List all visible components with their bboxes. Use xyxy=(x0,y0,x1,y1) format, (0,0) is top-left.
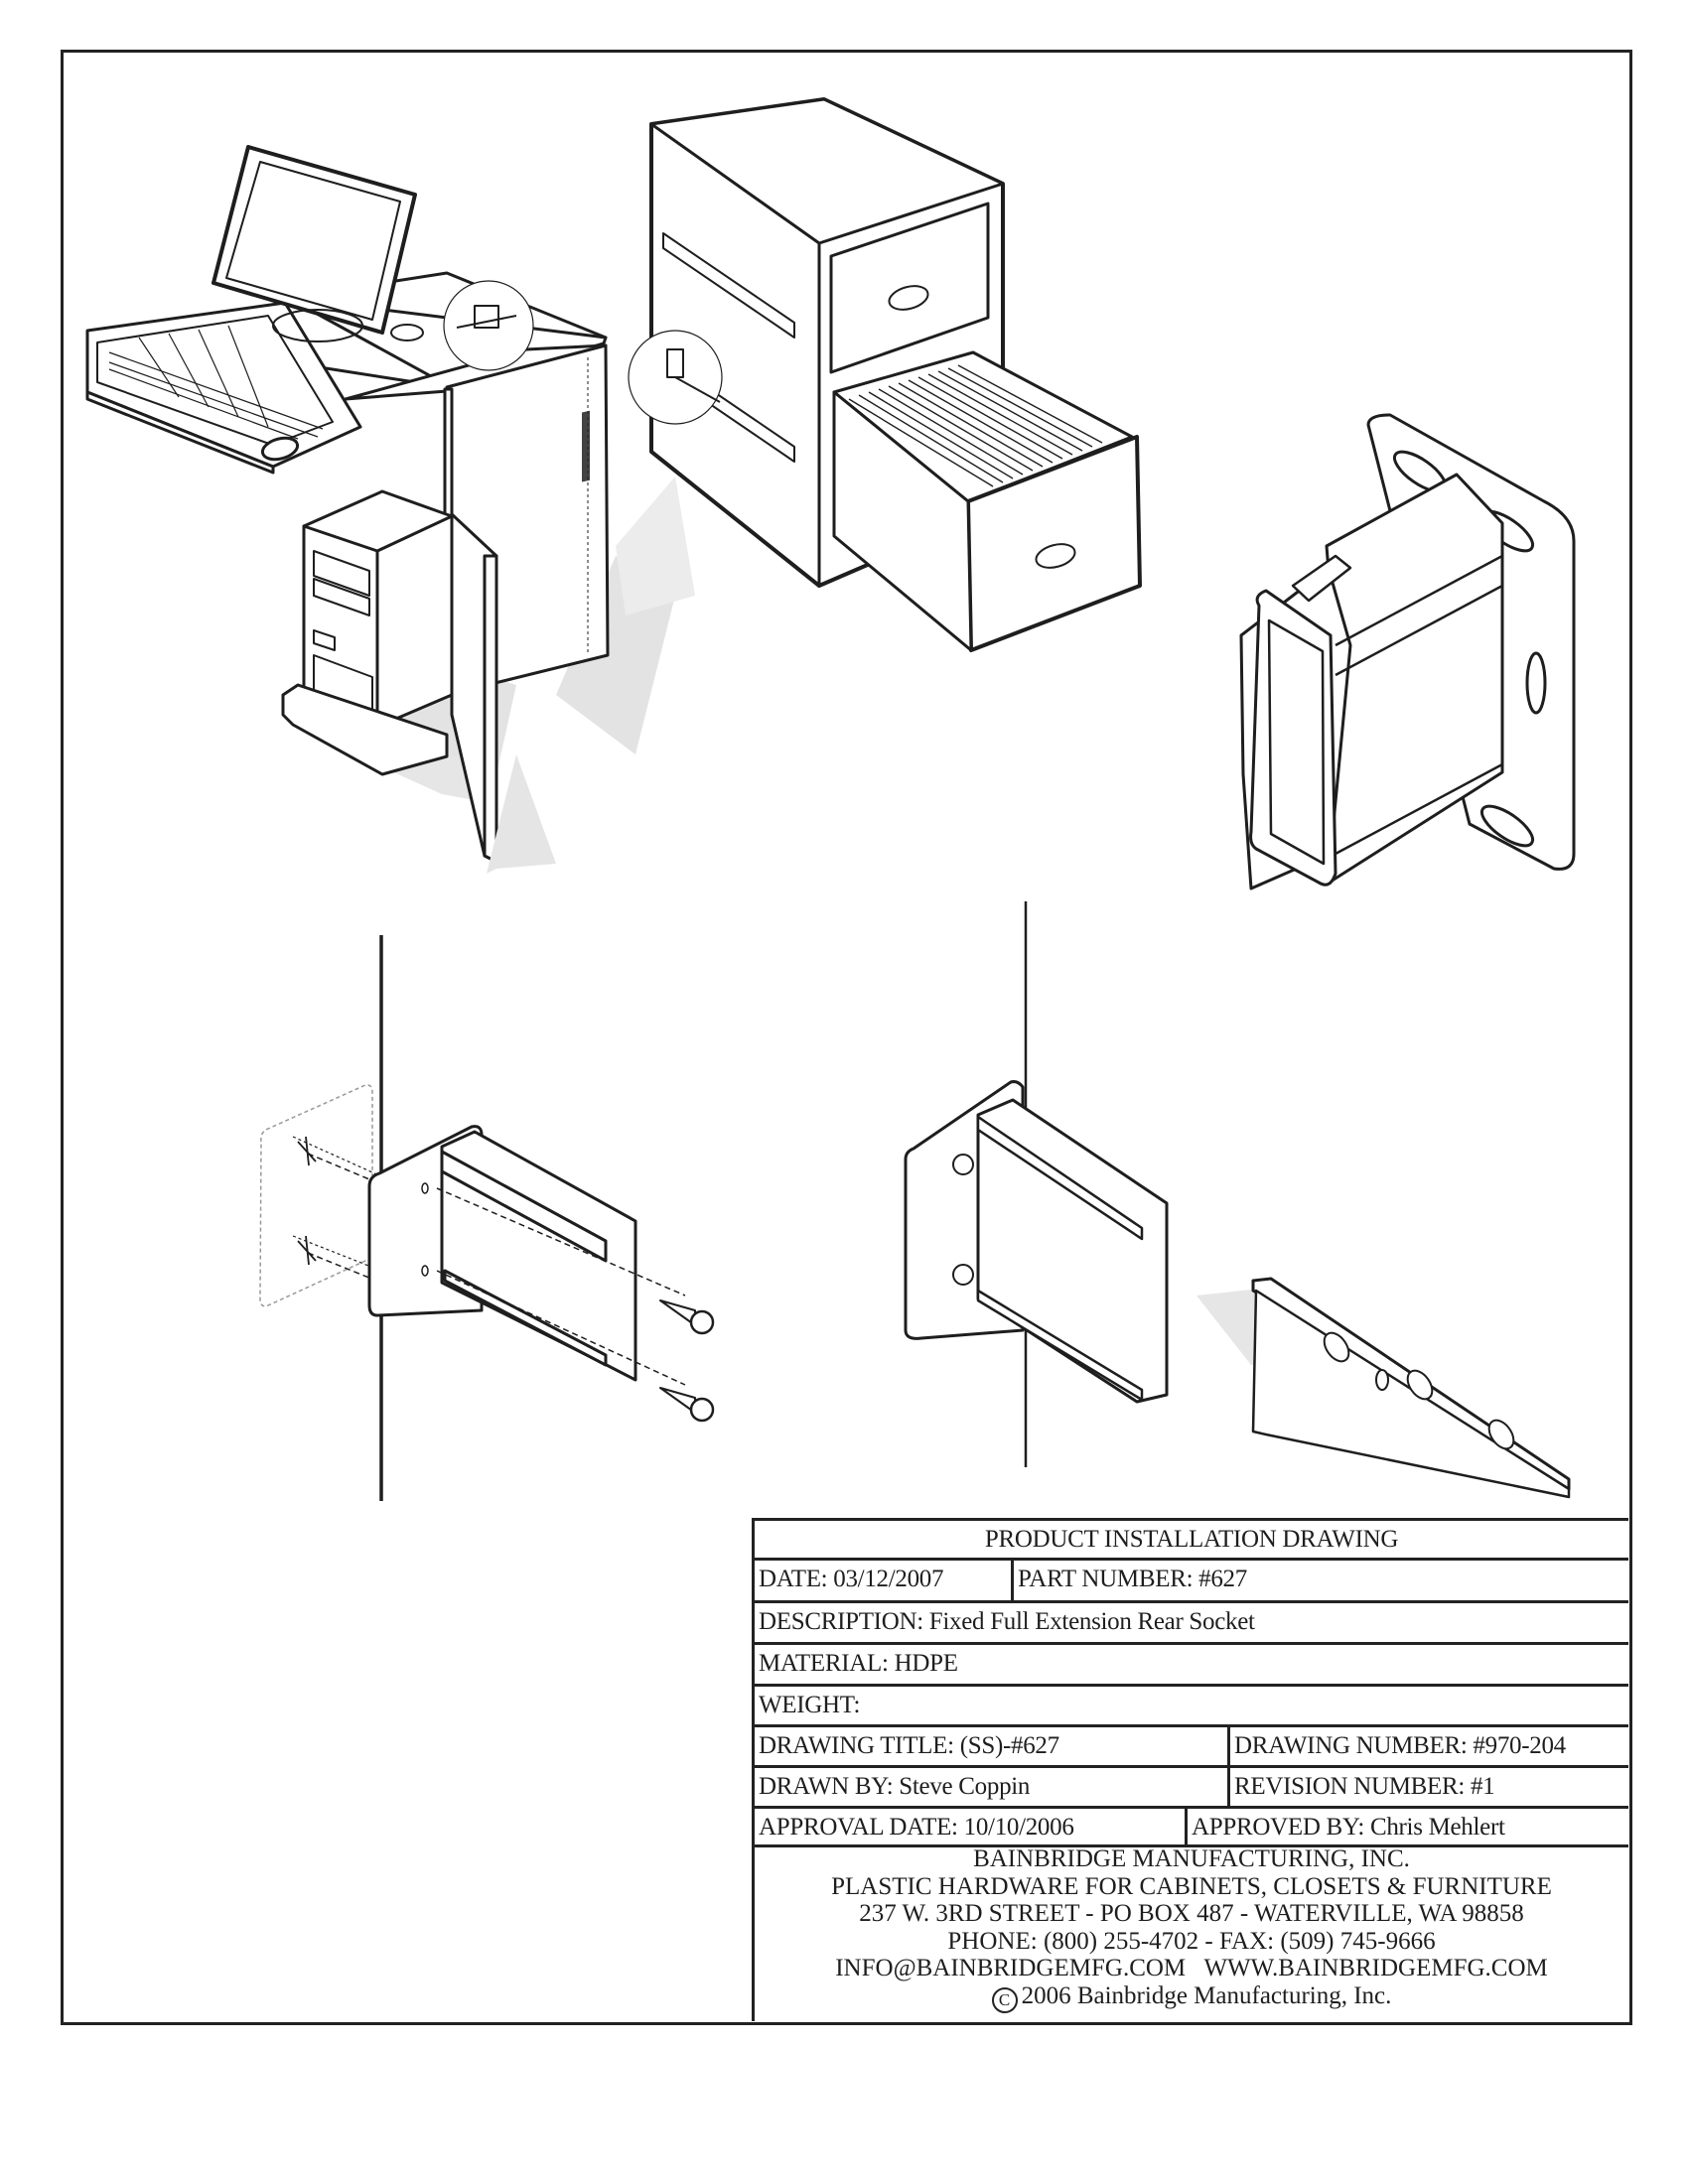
weight-row: WEIGHT: xyxy=(755,1687,1628,1727)
description-row: DESCRIPTION: Fixed Full Extension Rear S… xyxy=(755,1603,1628,1645)
part-number-field: PART NUMBER: #627 xyxy=(1018,1566,1247,1592)
title-block: PRODUCT INSTALLATION DRAWING DATE: 03/12… xyxy=(752,1518,1628,2021)
filing-cabinet-illustration xyxy=(616,97,1142,652)
company-info: BAINBRIDGE MANUFACTURING, INC. PLASTIC H… xyxy=(755,1845,1628,2013)
weight-field: WEIGHT: xyxy=(759,1692,861,1718)
approval-date-field: APPROVAL DATE: 10/10/2006 xyxy=(755,1809,1188,1844)
date-part-row: DATE: 03/12/2007 PART NUMBER: #627 xyxy=(755,1561,1628,1603)
drawing-border xyxy=(61,50,1632,2025)
drawn-by-field: DRAWN BY: Steve Coppin xyxy=(755,1768,1230,1806)
company-name: BAINBRIDGE MANUFACTURING, INC. xyxy=(973,1845,1410,1872)
approved-by-field: APPROVED BY: Chris Mehlert xyxy=(1192,1814,1505,1841)
install-screws-illustration xyxy=(259,935,715,1501)
revision-number-field: REVISION NUMBER: #1 xyxy=(1234,1773,1495,1800)
drawing-title-field: DRAWING TITLE: (SS)-#627 xyxy=(755,1727,1230,1765)
drawing-heading: PRODUCT INSTALLATION DRAWING xyxy=(984,1526,1399,1553)
drawing-number-field: DRAWING NUMBER: #970-204 xyxy=(1234,1732,1566,1759)
computer-desk-illustration xyxy=(85,145,675,874)
approval-row: APPROVAL DATE: 10/10/2006 APPROVED BY: C… xyxy=(755,1809,1628,1847)
company-phone-fax: PHONE: (800) 255-4702 - FAX: (509) 745-9… xyxy=(947,1927,1436,1955)
install-slide-illustration xyxy=(904,901,1571,1499)
company-address: 237 W. 3RD STREET - PO BOX 487 - WATERVI… xyxy=(859,1900,1524,1927)
company-tagline: PLASTIC HARDWARE FOR CABINETS, CLOSETS &… xyxy=(831,1872,1552,1900)
material-row: MATERIAL: HDPE xyxy=(755,1645,1628,1687)
copyright-text: 2006 Bainbridge Manufacturing, Inc. xyxy=(1021,1981,1392,2009)
screw-icon xyxy=(659,1387,715,1423)
screw-icon xyxy=(659,1299,715,1335)
title-block-heading-row: PRODUCT INSTALLATION DRAWING xyxy=(755,1521,1628,1561)
date-field: DATE: 03/12/2007 xyxy=(755,1561,1014,1600)
rear-socket-illustration xyxy=(1239,413,1576,890)
drawn-by-row: DRAWN BY: Steve Coppin REVISION NUMBER: … xyxy=(755,1768,1628,1809)
material-field: MATERIAL: HDPE xyxy=(759,1650,958,1677)
drawing-title-row: DRAWING TITLE: (SS)-#627 DRAWING NUMBER:… xyxy=(755,1727,1628,1768)
copyright-icon: C xyxy=(991,1986,1018,2013)
company-email-web: INFO@BAINBRIDGEMFG.COM WWW.BAINBRIDGEMFG… xyxy=(835,1955,1548,1981)
description-field: DESCRIPTION: Fixed Full Extension Rear S… xyxy=(759,1608,1255,1635)
